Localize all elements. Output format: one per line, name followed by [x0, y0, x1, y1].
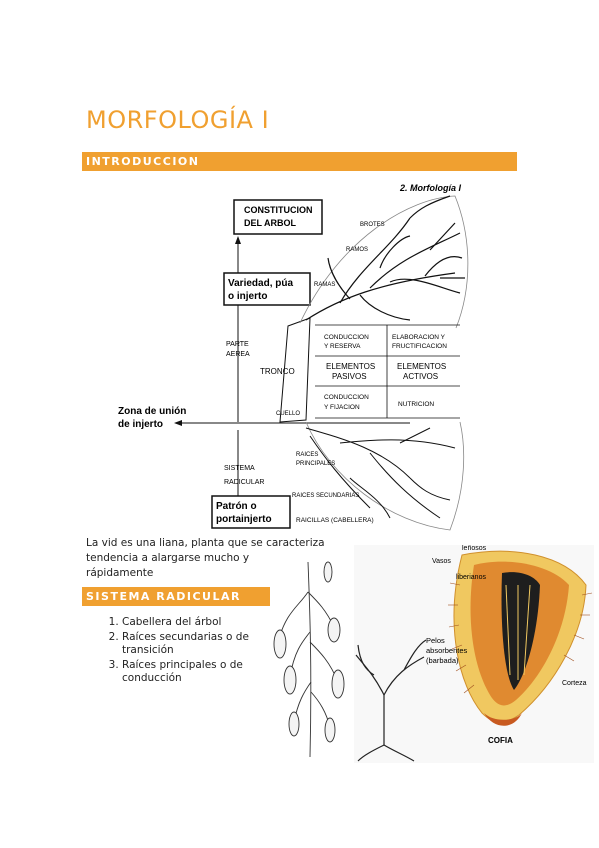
constitucion-label-2: DEL ARBOL [244, 218, 297, 228]
variedad-box [223, 272, 311, 306]
variedad-label-1: Variedad, púa [228, 278, 293, 289]
body-paragraph: La vid es una liana, planta que se carac… [86, 536, 326, 581]
list-item: Raíces principales o de conducción [122, 659, 302, 686]
body-line-2: tendencia a alargarse mucho y [86, 552, 250, 564]
vasos-label: Vasos [432, 558, 451, 565]
roots [305, 427, 456, 519]
tree-constitution-figure: 2. Morfología I CONSTITUCION DEL ARBOL V… [118, 183, 469, 531]
cell-fijacion-1: CONDUCCION [324, 394, 369, 401]
ramos-label: RAMOS [346, 247, 368, 253]
branches [305, 195, 465, 321]
function-grid [315, 324, 460, 419]
section-header-sistema-radicular: SISTEMA RADICULAR [82, 587, 270, 606]
list-item: Cabellera del árbol [122, 616, 302, 630]
sistema-label-2: RADICULAR [224, 479, 264, 486]
cell-conduccion-reserva-1: CONDUCCION [324, 334, 369, 341]
sistema-label-1: SISTEMA [224, 465, 255, 472]
vascular-cylinder [501, 572, 540, 690]
cell-conduccion-reserva-2: Y RESERVA [324, 343, 361, 350]
figure-header: 2. Morfología I [399, 183, 462, 193]
ramas-label: RAMAS [314, 282, 335, 288]
cell-activos-1: ELEMENTOS [397, 362, 446, 371]
cell-fijacion-2: Y FIJACION [324, 404, 360, 411]
graft-arrow [174, 420, 182, 426]
parte-label-2: AEREA [226, 351, 250, 358]
root-zone-outline [305, 421, 465, 531]
parte-label-1: PARTE [226, 341, 249, 348]
cofia-label: COFIA [488, 736, 513, 745]
canopy-outline [299, 195, 469, 329]
patron-box [211, 495, 291, 529]
axis-up-arrow [235, 236, 241, 244]
vessel-line-3 [523, 584, 531, 676]
raices-secundarias-label: RAICES SECUNDARIAS [292, 493, 359, 499]
corteza-label: Corteza [562, 680, 587, 687]
raices-principales-1: RAICES [296, 452, 318, 458]
bare-tree [355, 639, 427, 762]
cell-elaboracion-1: ELABORACION Y [392, 334, 446, 341]
vessel-line-1 [505, 584, 511, 676]
raicillas-label: RAICILLAS (CABELLERA) [296, 517, 374, 524]
pelos-label-2: absorbentes [426, 646, 468, 655]
trunk-outline [279, 317, 311, 423]
main-root [307, 561, 312, 758]
cell-elaboracion-2: FRUCTIFICACION [392, 343, 447, 350]
tronco-label: TRONCO [260, 367, 295, 376]
zona-label-1: Zona de unión [118, 406, 186, 417]
variedad-label-2: o injerto [228, 291, 267, 302]
cell-activos-2: ACTIVOS [403, 372, 438, 381]
root-sketch-figure [273, 561, 345, 758]
cell-nutricion: NUTRICION [398, 401, 434, 408]
patron-label-1: Patrón o [216, 501, 257, 512]
constitucion-label-1: CONSTITUCION [244, 205, 313, 215]
body-line-3: rápidamente [86, 567, 154, 579]
pelos-label-1: Pelos [426, 636, 445, 645]
patron-label-2: portainjerto [216, 514, 272, 525]
constitucion-box [233, 199, 323, 235]
brotes-label: BROTES [360, 222, 385, 228]
section-header-introduccion: INTRODUCCION [82, 152, 517, 171]
root-tip-figure: leñosos Vasos liberianos Pelos absorbent… [354, 545, 594, 763]
root-list: Cabellera del árbol Raíces secundarias o… [86, 616, 302, 687]
root-hairs [448, 582, 593, 694]
body-line-1: La vid es una liana, planta que se carac… [86, 537, 325, 549]
cell-pasivos-2: PASIVOS [332, 372, 367, 381]
pelos-label-3: (barbada) [426, 656, 459, 665]
lenosos-label: leñosos [462, 545, 487, 552]
cell-pasivos-1: ELEMENTOS [326, 362, 375, 371]
list-item: Raíces secundarias o de transición [122, 631, 302, 658]
zona-label-2: de injerto [118, 419, 163, 430]
page-title: MORFOLOGÍA I [86, 106, 270, 134]
liberianos-label: liberianos [456, 574, 486, 581]
root-cap [484, 713, 522, 726]
cuello-label: CUELLO [276, 411, 300, 417]
raices-principales-2: PRINCIPALES [296, 461, 335, 467]
